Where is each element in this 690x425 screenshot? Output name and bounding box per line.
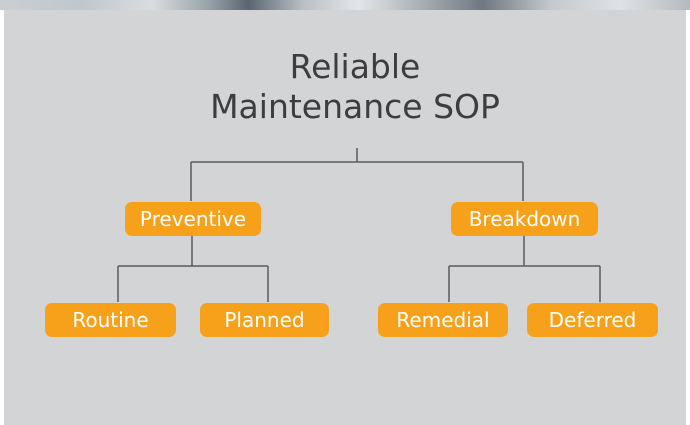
node-routine: Routine [45, 303, 176, 337]
node-remedial: Remedial [378, 303, 508, 337]
node-preventive: Preventive [125, 202, 261, 236]
node-deferred: Deferred [527, 303, 658, 337]
diagram-title-line-2: Maintenance SOP [210, 87, 500, 126]
diagram-title-line-1: Reliable [289, 47, 421, 86]
node-planned: Planned [200, 303, 329, 337]
node-breakdown: Breakdown [451, 202, 598, 236]
header-photo-strip [0, 0, 690, 10]
